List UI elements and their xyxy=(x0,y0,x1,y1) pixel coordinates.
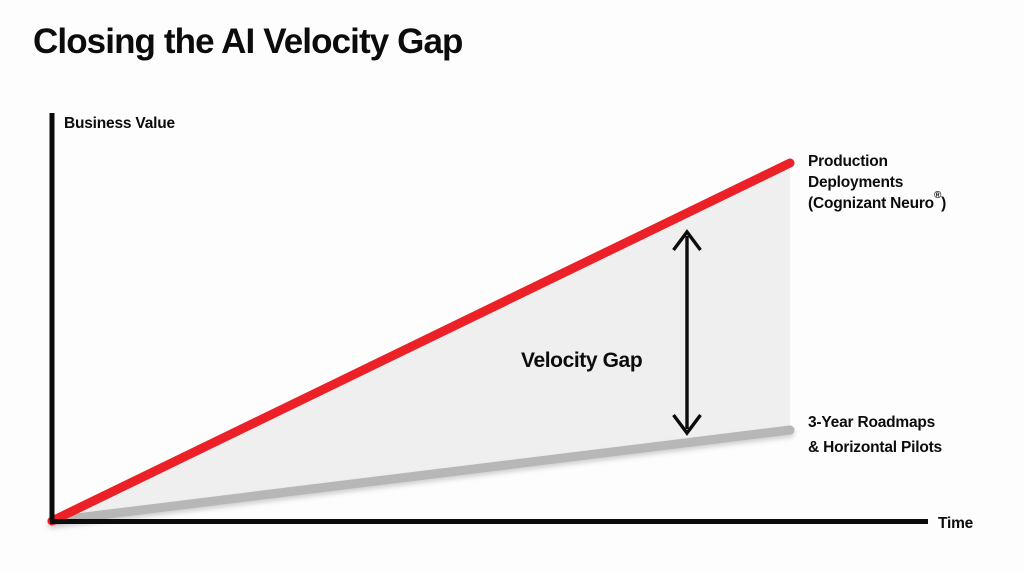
velocity-gap-arrowhead-down xyxy=(672,413,702,436)
series-label-line-3: (Cognizant Neuro®) xyxy=(808,190,946,213)
registered-trademark-icon: ® xyxy=(934,190,942,201)
series-label-line-3-text: (Cognizant Neuro xyxy=(808,195,934,212)
series-label-bottom-line-2: & Horizontal Pilots xyxy=(808,439,942,456)
velocity-gap-arrowhead-up xyxy=(672,229,702,252)
series-label-roadmaps: 3-Year Roadmaps & Horizontal Pilots xyxy=(808,414,942,456)
series-label-line-2: Deployments xyxy=(808,174,903,191)
series-line-production-deployments xyxy=(47,158,795,526)
series-label-line-1: Production xyxy=(808,153,888,170)
page-title: Closing the AI Velocity Gap xyxy=(33,22,463,61)
x-axis-label: Time xyxy=(938,515,974,532)
series-label-line-3-close: ) xyxy=(941,195,946,212)
series-line-roadmaps xyxy=(47,425,795,526)
series-label-bottom-line-1: 3-Year Roadmaps xyxy=(808,414,935,431)
y-axis-label: Business Value xyxy=(64,115,176,132)
velocity-gap-label: Velocity Gap xyxy=(521,349,642,372)
series-label-production-deployments: Production Deployments (Cognizant Neuro®… xyxy=(808,153,946,212)
